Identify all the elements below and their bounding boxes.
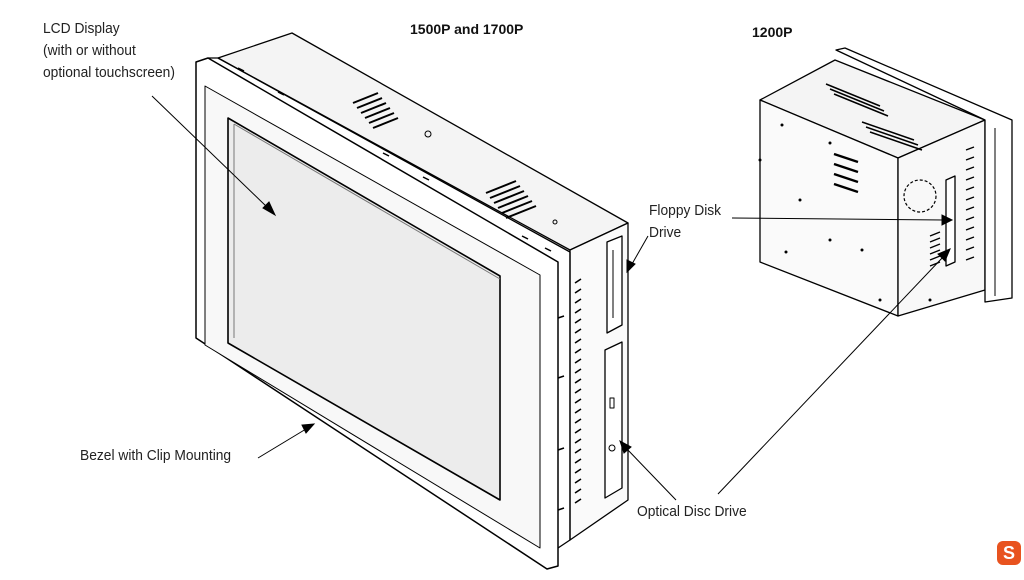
lcd-label-line2: (with or without [43,42,136,59]
optical-drive-bay [604,341,623,499]
floppy-leader-small [731,217,945,221]
watermark-logo: S [997,541,1021,565]
lcd-screen-inner-shadow [233,123,501,338]
floppy-leader-large-arrowhead [626,259,636,274]
small-model-title: 1200P [752,24,793,40]
lcd-screen [227,117,501,501]
floppy-leader-large [631,235,649,265]
optical-leader-small-arrowhead [937,248,951,262]
bezel-label: Bezel with Clip Mounting [80,447,232,464]
floppy-leader-small-arrowhead [941,214,954,226]
small-fan-grille [903,179,937,213]
optical-label: Optical Disc Drive [637,503,747,520]
bezel-leader-arrowhead [301,423,316,434]
front-bezel-rim [208,57,571,549]
floppy-label-line1: Floppy Disk [649,202,722,219]
floppy-drive-slot [606,235,623,334]
bezel-leader-line [257,428,307,459]
optical-leader-large [625,447,677,501]
lcd-leader-line [151,95,269,209]
small-top-vents [825,83,923,151]
optical-leader-large-arrowhead [619,439,632,454]
small-unit-drawing [758,47,1013,317]
side-vent-slots [574,278,582,504]
top-vent-grille [352,92,537,219]
lcd-label-line1: LCD Display [43,20,120,37]
bezel-clip-marks [237,67,565,511]
callout-leaders [151,95,954,501]
optical-leader-small [717,255,945,495]
lcd-leader-arrowhead [262,201,277,217]
small-unit-bezel [835,47,1013,303]
small-screw-dots [758,123,932,302]
small-back-vents [833,152,859,194]
large-models-title: 1500P and 1700P [410,21,524,37]
lcd-label-line3: optional touchscreen) [43,64,175,81]
floppy-label-line2: Drive [649,224,682,241]
large-unit-drawing [195,32,629,570]
